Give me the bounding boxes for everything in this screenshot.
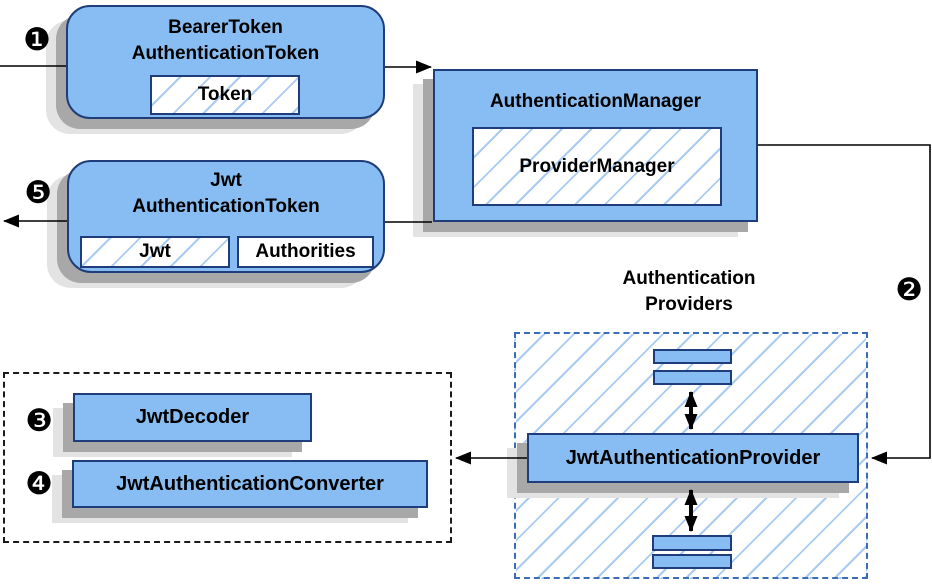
jwt-token-title-line2: AuthenticationToken: [132, 196, 320, 217]
bearer-token-title-line1: BearerToken: [168, 17, 283, 38]
node-jwt-authentication-converter: JwtAuthenticationConverter: [72, 460, 428, 508]
jwt-token-title: Jwt AuthenticationToken: [69, 168, 383, 220]
authorities-field: Authorities: [237, 236, 374, 268]
step-1-badge: ❶: [23, 22, 51, 58]
providers-label-line1: Authentication: [622, 268, 756, 289]
provider-stub-4: [652, 554, 732, 569]
provider-stub-2: [653, 370, 732, 385]
bearer-token-title-line2: AuthenticationToken: [131, 43, 320, 64]
provider-stub-1: [653, 349, 732, 364]
node-jwt-authentication-provider: JwtAuthenticationProvider: [527, 433, 859, 483]
jwt-authentication-converter-label: JwtAuthenticationConverter: [116, 472, 384, 495]
step-3-badge: ❸: [25, 403, 53, 439]
token-field: Token: [150, 75, 300, 115]
node-jwt-authentication-token: Jwt AuthenticationToken Jwt Authorities: [67, 160, 385, 273]
step-4-badge: ❹: [25, 466, 53, 502]
provider-manager-label: ProviderManager: [519, 155, 675, 177]
node-jwt-decoder: JwtDecoder: [73, 393, 312, 442]
step-5-badge: ❺: [24, 175, 52, 211]
authentication-providers-label: Authentication Providers: [589, 266, 789, 318]
bearer-token-title: BearerToken AuthenticationToken: [68, 15, 383, 67]
provider-manager-field: ProviderManager: [472, 127, 722, 206]
authentication-manager-title: AuthenticationManager: [489, 91, 702, 112]
jwt-field-label: Jwt: [139, 241, 171, 262]
jwt-field: Jwt: [80, 236, 230, 268]
providers-label-line2: Providers: [645, 294, 733, 315]
jwt-decoder-label: JwtDecoder: [135, 406, 250, 428]
token-field-label: Token: [197, 84, 253, 105]
node-bearer-token-authentication-token: BearerToken AuthenticationToken Token: [66, 5, 385, 119]
authorities-field-label: Authorities: [255, 241, 356, 262]
step-2-badge: ❷: [895, 272, 923, 308]
node-authentication-manager: AuthenticationManager ProviderManager: [433, 69, 758, 222]
jwt-authentication-provider-label: JwtAuthenticationProvider: [565, 446, 821, 469]
jwt-token-title-line1: Jwt: [210, 170, 242, 191]
provider-stub-3: [652, 535, 732, 551]
